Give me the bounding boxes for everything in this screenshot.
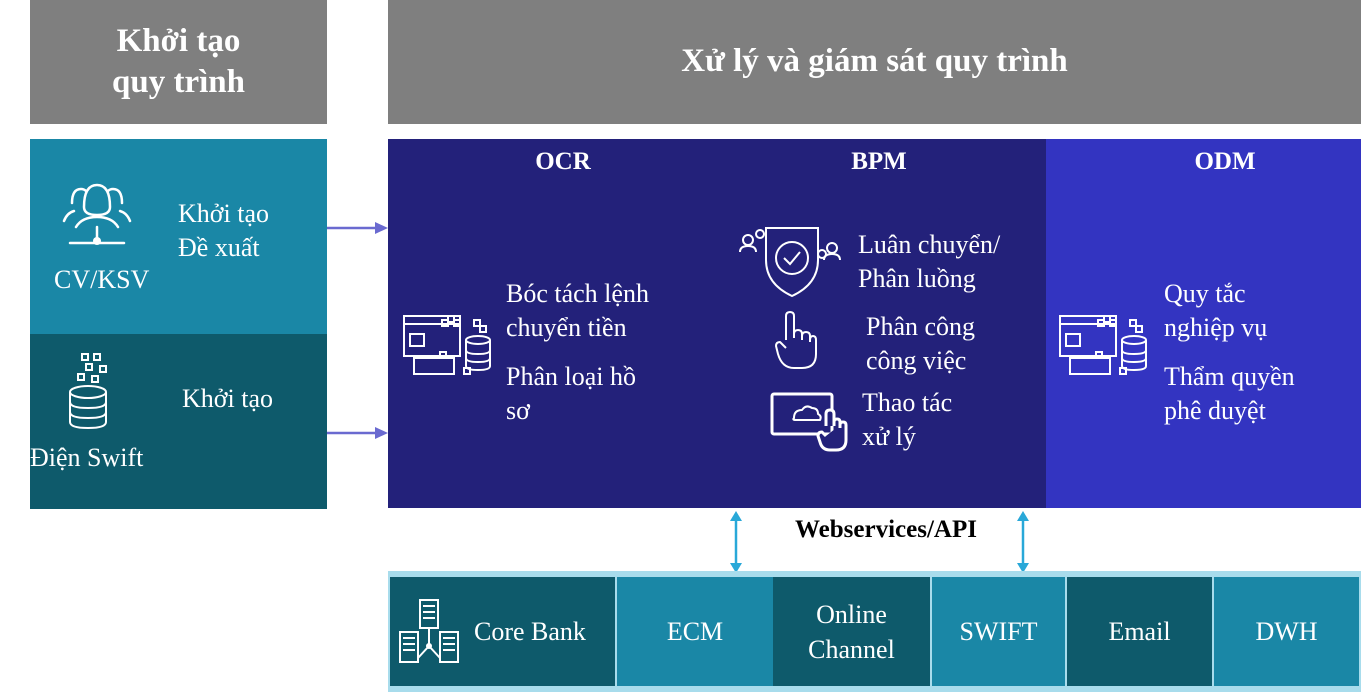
- swift-label: Điện Swift: [30, 443, 144, 472]
- bpm-title: BPM: [851, 148, 907, 175]
- bpm-item3-line2: xử lý: [862, 422, 916, 451]
- data-process-icon: [403, 315, 491, 375]
- odm-item2-line1: Thẩm quyền: [1164, 362, 1295, 391]
- api-arrow-right: [1017, 511, 1029, 573]
- cv-ksv-label: CV/KSV: [54, 265, 150, 294]
- odm-item1-line2: nghiệp vụ: [1164, 313, 1268, 342]
- header-init-line1: Khởi tạo: [116, 22, 241, 59]
- tablet-touch-icon: [770, 392, 848, 452]
- workflow-shield-icon: [739, 227, 841, 298]
- ocr-item1-line1: Bóc tách lệnh: [506, 279, 649, 308]
- header-init-line2: quy trình: [112, 64, 245, 100]
- bpm-item-operate: Thao tác xử lý: [862, 386, 952, 454]
- bpm-item1-line2: Phân luồng: [858, 264, 976, 293]
- system-email: Email: [1067, 577, 1212, 686]
- bpm-item2-line2: công việc: [866, 346, 967, 375]
- cv-text-line2: Đề xuất: [178, 233, 260, 262]
- ocr-item1-line2: chuyển tiền: [506, 313, 627, 342]
- cv-ksv-box: CV/KSV Khởi tạo Đề xuất: [30, 139, 327, 334]
- ocr-item2-line2: sơ: [506, 396, 530, 425]
- odm-item2-line2: phê duyệt: [1164, 396, 1266, 425]
- arrow-cv-to-process: [327, 222, 388, 234]
- header-process-title: Xử lý và giám sát quy trình: [681, 43, 1068, 80]
- odm-item1-line1: Quy tắc: [1164, 279, 1246, 308]
- ocr-item-classify: Phân loại hồ sơ: [506, 360, 636, 428]
- bpm-item3-line1: Thao tác: [862, 388, 953, 417]
- cv-text-line1: Khởi tạo: [178, 199, 270, 228]
- database-icon: [69, 353, 107, 430]
- system-core-bank: Core Bank: [390, 577, 615, 686]
- system-swift: SWIFT: [932, 577, 1065, 686]
- swift-system-label: SWIFT: [959, 617, 1038, 646]
- odm-item-rules: Quy tắc nghiệp vụ: [1164, 277, 1267, 345]
- arrow-swift-to-process: [327, 427, 388, 439]
- system-dwh: DWH: [1214, 577, 1359, 686]
- online-label-line1: Online: [816, 599, 887, 629]
- header-process-monitoring: Xử lý và giám sát quy trình: [388, 0, 1361, 124]
- ocr-item2-line1: Phân loại hồ: [506, 362, 636, 391]
- email-label: Email: [1108, 617, 1171, 646]
- server-network-icon: [399, 598, 459, 663]
- hand-pointer-icon: [775, 311, 817, 369]
- api-arrow-left: [730, 511, 742, 573]
- swift-box: Điện Swift Khởi tạo: [30, 334, 327, 509]
- core-bank-label: Core Bank: [474, 617, 586, 646]
- system-online-channel: Online Channel: [773, 577, 930, 686]
- ocr-title: OCR: [535, 148, 591, 175]
- dwh-label: DWH: [1255, 617, 1318, 646]
- header-init-process: Khởi tạo quy trình: [30, 0, 327, 124]
- rules-data-icon: [1059, 315, 1147, 375]
- system-ecm: ECM: [617, 577, 773, 686]
- online-label-line2: Channel: [808, 634, 895, 664]
- odm-title: ODM: [1194, 148, 1256, 175]
- swift-text: Khởi tạo: [182, 384, 274, 413]
- bpm-item-routing: Luân chuyển/ Phân luồng: [858, 228, 1000, 296]
- user-group-icon: [62, 183, 132, 245]
- odm-item-approval: Thẩm quyền phê duyệt: [1164, 360, 1295, 428]
- api-label: Webservices/API: [795, 516, 977, 543]
- bpm-item2-line1: Phân công: [866, 312, 976, 341]
- ecm-label: ECM: [666, 617, 724, 646]
- cv-ksv-text: Khởi tạo Đề xuất: [178, 197, 269, 265]
- ocr-bpm-panel: [388, 139, 1046, 508]
- bpm-item1-line1: Luân chuyển/: [858, 230, 1001, 259]
- bpm-item-assign: Phân công công việc: [866, 310, 975, 378]
- ocr-item-extract: Bóc tách lệnh chuyển tiền: [506, 277, 649, 345]
